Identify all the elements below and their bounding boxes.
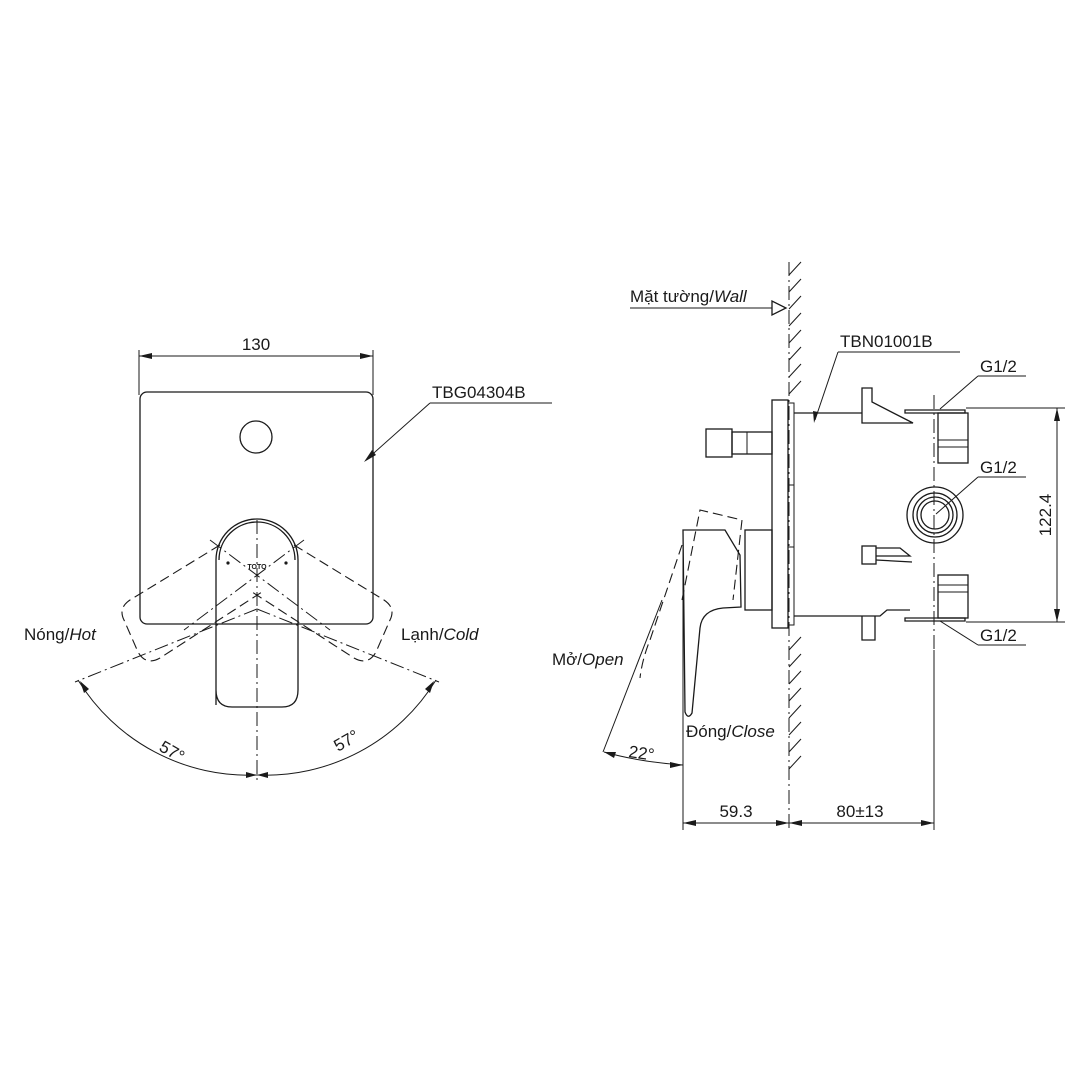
cold-label-vi: Lạnh/ [401,625,444,644]
flange-plate [771,399,789,629]
cover-plate-model: TBG04304B [432,383,526,402]
middle-port [906,486,964,544]
close-label: Đóng/Close [686,722,775,741]
height-dimension: 122.4 [966,407,1065,623]
wall-label: Mặt tường/Wall [630,287,748,306]
width-dimension-label: 130 [242,335,270,354]
brand-logo: TOTO [247,564,267,571]
depth-dimension-label: 80±13 [836,802,883,821]
thread-middle-label: G1/2 [980,458,1017,477]
body-callout: TBN01001B [813,332,960,423]
open-label: Mở/Open [552,650,624,669]
thread-callout-top: G1/2 [939,357,1026,410]
hot-label-en: Hot [69,625,97,644]
thread-bottom-label: G1/2 [980,626,1017,645]
cold-label-en: Cold [444,625,480,644]
depth-dimension: 80±13 [789,650,935,830]
height-dimension-label: 122.4 [1036,494,1055,537]
projection-dimension: 59.3 [683,802,789,826]
handle-hot-position [121,544,266,662]
cold-label: Lạnh/Cold [401,625,479,644]
valve-body [794,387,969,650]
cold-angle-ray [256,608,440,683]
body-model: TBN01001B [840,332,933,351]
hot-angle-label: 57° [156,737,188,766]
lever-handle: TOTO [215,518,299,708]
hot-label-vi: Nóng/ [24,625,70,644]
cold-angle-label: 57° [331,726,363,755]
wall-callout: Mặt tường/Wall [630,287,788,317]
wall [788,261,802,832]
open-angle-dimension: 22° [602,530,684,830]
width-dimension: 130 [138,335,374,395]
open-angle-label: 22° [627,742,655,764]
cover-plate-callout: TBG04304B [364,383,552,462]
diverter-knob [705,428,773,458]
side-handle [639,509,773,717]
thread-callout-bottom: G1/2 [939,620,1026,646]
thread-top-label: G1/2 [980,357,1017,376]
handle-cold-position [248,544,393,662]
cover-plate [139,391,374,625]
diverter-button [239,420,273,454]
hot-angle-ray [74,608,258,683]
projection-dimension-label: 59.3 [719,802,752,821]
hot-label: Nóng/Hot [24,625,97,644]
side-view: Mặt tường/Wall [552,261,1065,832]
front-view: 130 TBG04304B TOTO [24,335,552,780]
thread-callout-middle: G1/2 [935,458,1026,515]
